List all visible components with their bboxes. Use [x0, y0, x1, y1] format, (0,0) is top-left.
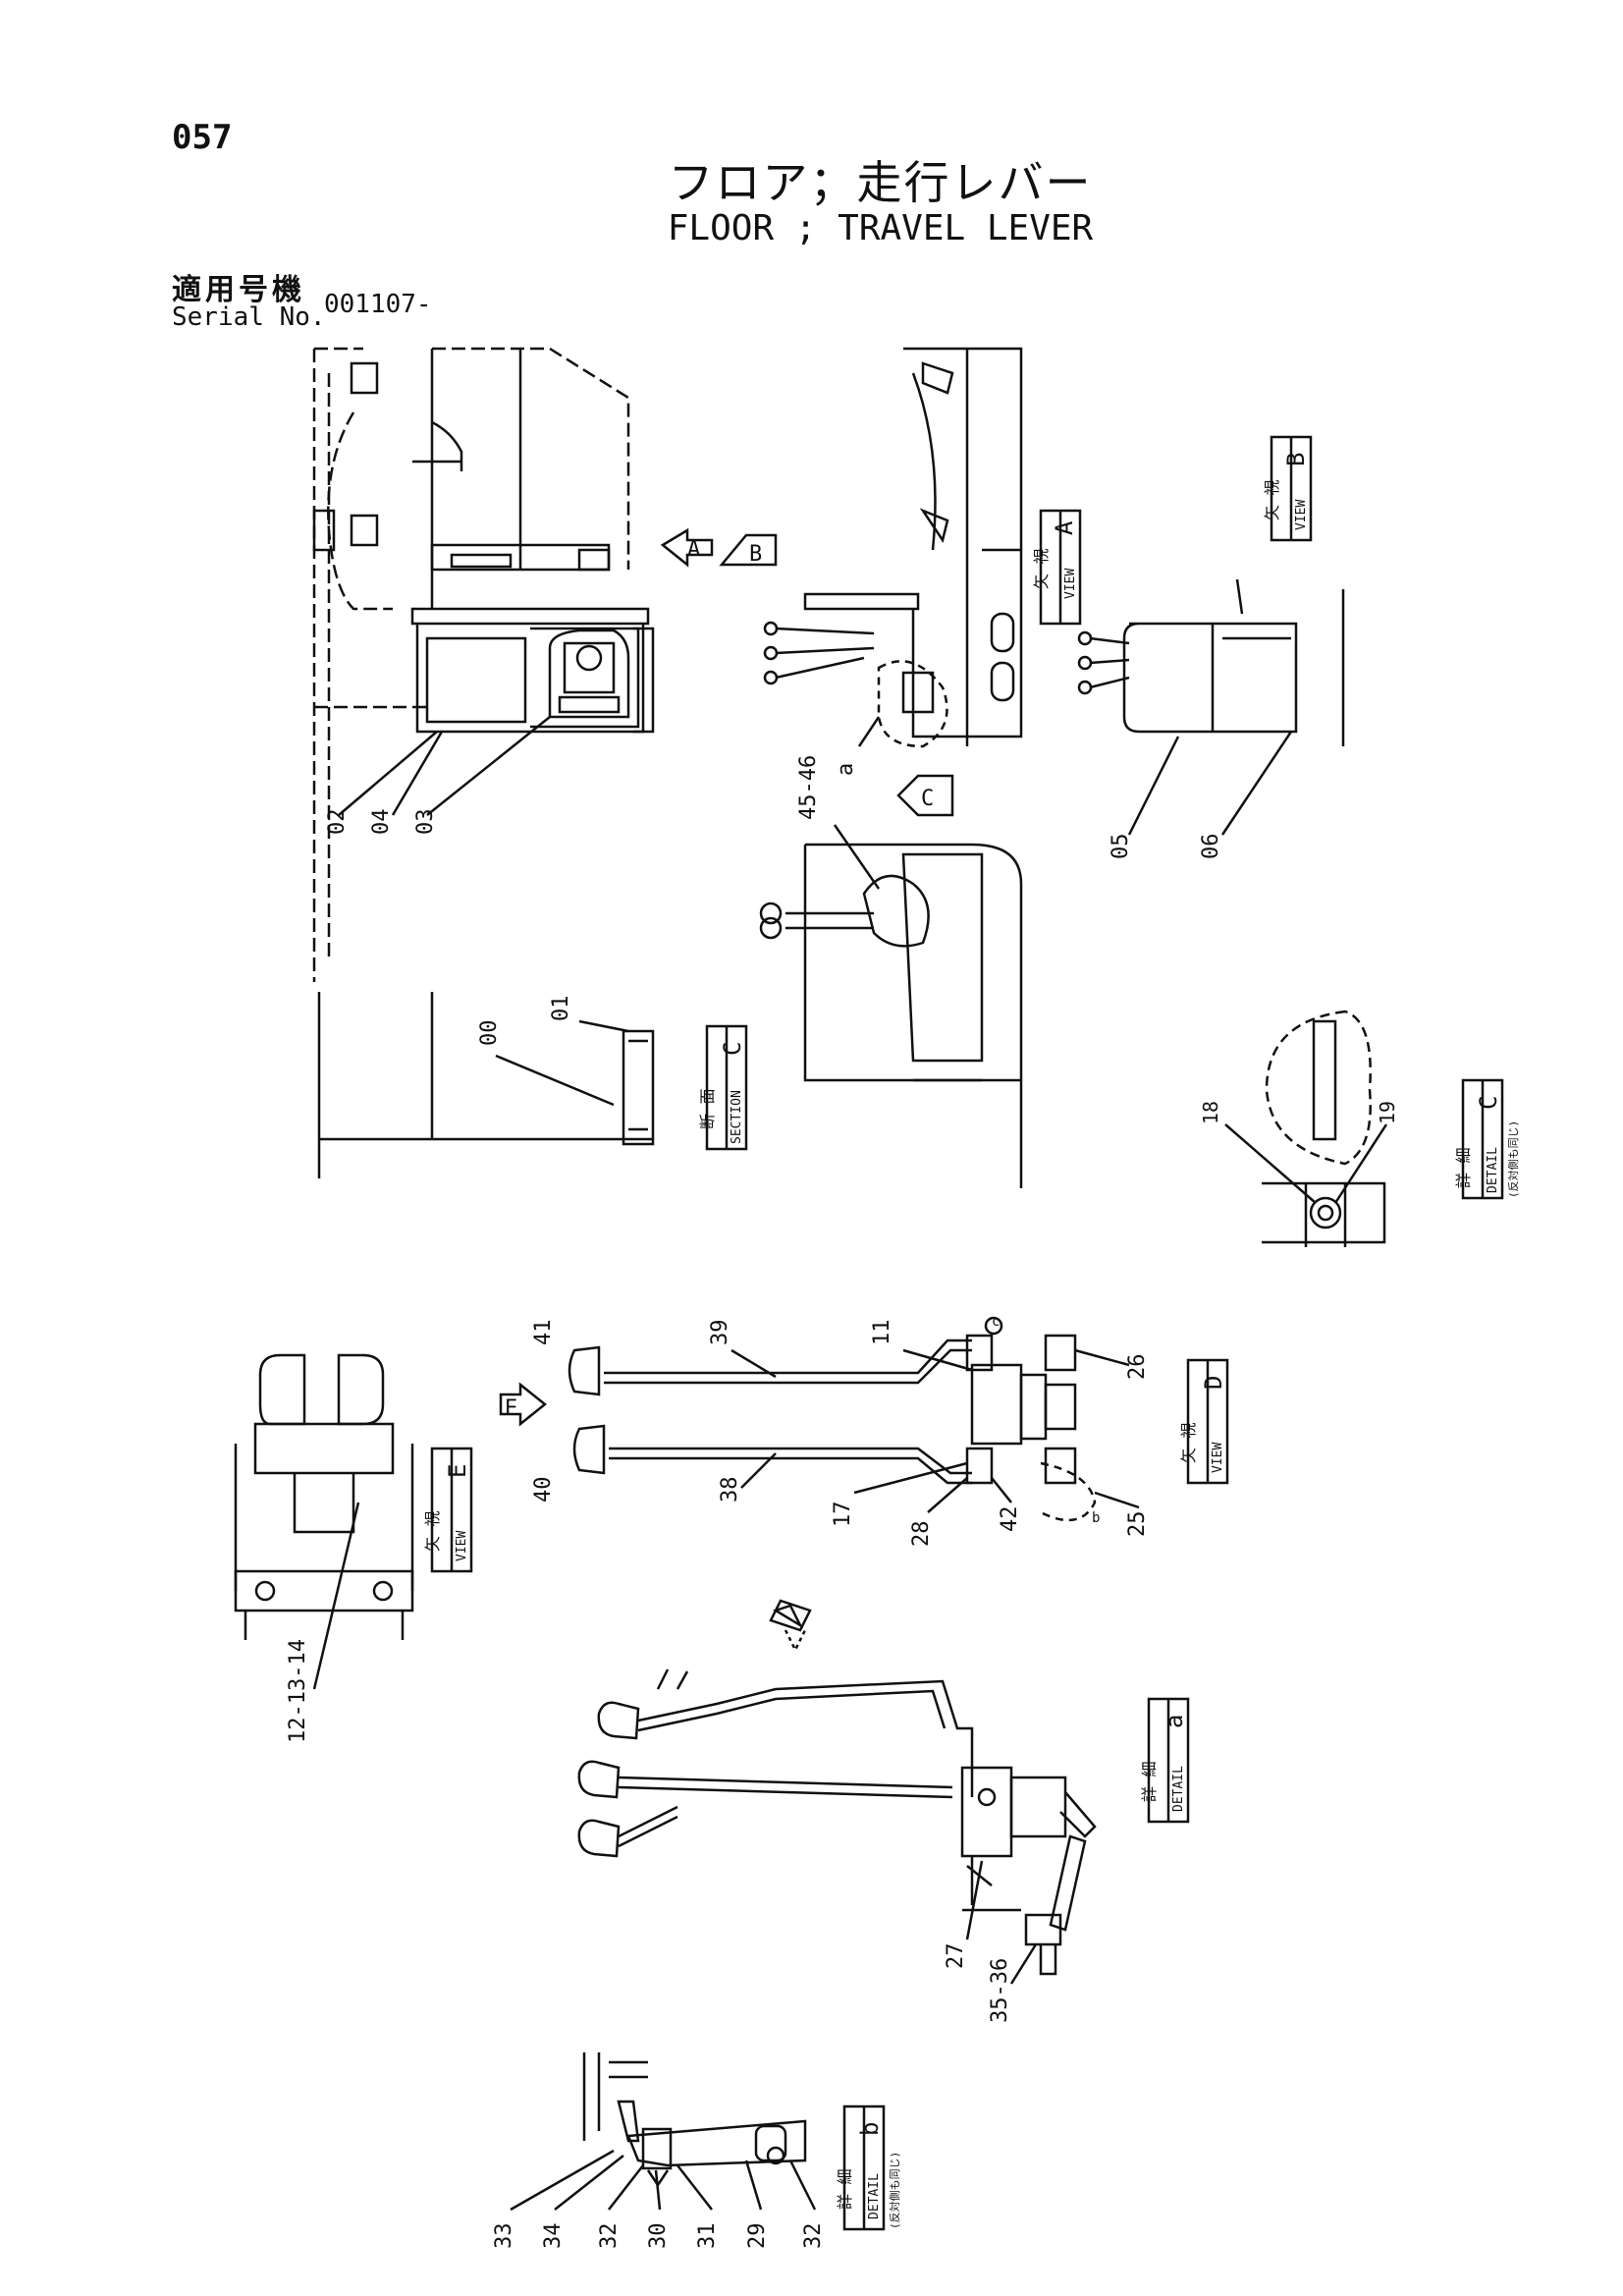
svg-text:(反対側も同じ): (反対側も同じ) — [1506, 1121, 1520, 1198]
svg-text:DETAIL: DETAIL — [1486, 1147, 1500, 1193]
view-d-drawing: E 41 39 11 26 40 38 17 28 42 25 矢 視 VIEW… — [499, 1316, 1229, 1548]
detail-a-drawing: 27 35-36 詳 細 DETAIL a — [577, 1599, 1190, 2023]
view-box-detail-b: 詳 細 DETAIL b (反対側も同じ) — [836, 2105, 901, 2231]
view-marker-c: C — [896, 774, 954, 817]
part-29: 29 — [745, 2223, 770, 2250]
lever-bracket-drawing: 45-46 — [759, 755, 1023, 1188]
svg-text:矢 視: 矢 視 — [1263, 479, 1281, 520]
part-31: 31 — [695, 2223, 720, 2250]
part-38: 38 — [718, 1477, 742, 1503]
view-marker-a: A — [660, 527, 714, 568]
part-27: 27 — [944, 1943, 968, 1970]
serial-label-japanese: 適用号機 — [172, 273, 305, 307]
view-b-drawing: 05 06 矢 視 VIEW B — [1077, 435, 1345, 860]
part-26: 26 — [1125, 1354, 1150, 1381]
detail-ref-c: c — [992, 1314, 1000, 1330]
svg-text:(反対側も同じ): (反対側も同じ) — [888, 2152, 901, 2229]
detail-a-arrow — [773, 1604, 804, 1629]
part-04: 04 — [369, 809, 394, 836]
svg-text:VIEW: VIEW — [1211, 1443, 1225, 1473]
serial-label-english: Serial No. — [172, 302, 326, 332]
svg-text:断 面: 断 面 — [698, 1088, 717, 1129]
svg-text:矢 視: 矢 視 — [423, 1510, 442, 1552]
part-03: 03 — [413, 809, 438, 836]
svg-text:矢 視: 矢 視 — [1032, 548, 1051, 589]
part-42: 42 — [998, 1506, 1022, 1533]
part-19: 19 — [1376, 1101, 1399, 1124]
part-12-14: 12-13-14 — [286, 1639, 310, 1743]
view-e-drawing: 12-13-14 矢 視 VIEW E — [234, 1353, 473, 1743]
part-18: 18 — [1199, 1101, 1222, 1124]
svg-text:詳 細: 詳 細 — [836, 2168, 854, 2210]
part-17: 17 — [831, 1502, 855, 1528]
view-box-a: 矢 視 VIEW A — [1032, 509, 1082, 626]
view-box-d: 矢 視 VIEW D — [1179, 1358, 1229, 1485]
svg-text:B: B — [1282, 453, 1310, 466]
part-34: 34 — [541, 2223, 566, 2250]
view-box-b: 矢 視 VIEW B — [1263, 435, 1313, 542]
section-c-drawing: 00 01 断 面 SECTION C — [317, 992, 748, 1178]
detail-b-drawing: 33 34 32 30 31 29 32 詳 細 DETAIL b (反対側も同… — [492, 2052, 901, 2249]
view-marker-e: E — [499, 1382, 548, 1427]
svg-text:E: E — [444, 1464, 471, 1478]
svg-text:DETAIL: DETAIL — [1171, 1766, 1186, 1812]
serial-value: 001107- — [324, 290, 432, 319]
detail-ref-b: b — [1092, 1510, 1100, 1526]
view-box-section-c: 断 面 SECTION C — [698, 1024, 748, 1151]
svg-text:SECTION: SECTION — [730, 1090, 744, 1144]
svg-text:詳 細: 詳 細 — [1140, 1761, 1159, 1802]
part-11: 11 — [870, 1320, 894, 1346]
svg-text:VIEW: VIEW — [1294, 500, 1309, 530]
svg-text:C: C — [719, 1042, 746, 1056]
part-32-left: 32 — [597, 2223, 622, 2250]
view-a-drawing: a C 矢 視 VIEW A — [763, 347, 1082, 817]
svg-text:DETAIL: DETAIL — [867, 2173, 882, 2219]
part-45-46: 45-46 — [796, 755, 821, 820]
part-40: 40 — [531, 1477, 556, 1503]
part-01: 01 — [549, 996, 573, 1022]
svg-text:A: A — [1051, 520, 1078, 535]
part-30: 30 — [646, 2223, 671, 2250]
svg-text:E: E — [505, 1396, 517, 1421]
svg-text:VIEW: VIEW — [455, 1531, 469, 1561]
svg-text:C: C — [1475, 1096, 1502, 1110]
part-35-36: 35-36 — [988, 1958, 1012, 2023]
part-06: 06 — [1199, 834, 1223, 860]
page-number: 057 — [172, 118, 233, 157]
part-32-right: 32 — [801, 2223, 826, 2250]
view-marker-b: B — [719, 533, 778, 567]
svg-text:b: b — [856, 2122, 884, 2136]
part-33: 33 — [492, 2223, 516, 2250]
view-box-e: 矢 視 VIEW E — [423, 1447, 473, 1573]
svg-text:VIEW: VIEW — [1063, 569, 1078, 599]
part-02: 02 — [325, 809, 350, 836]
svg-text:矢 視: 矢 視 — [1179, 1422, 1198, 1463]
part-05: 05 — [1109, 834, 1133, 860]
svg-text:a: a — [834, 763, 858, 776]
view-box-detail-c: 詳 細 DETAIL C (反対側も同じ) — [1454, 1078, 1520, 1200]
svg-text:B: B — [749, 542, 762, 567]
svg-text:a: a — [1161, 1715, 1188, 1728]
svg-text:A: A — [687, 537, 700, 562]
part-00: 00 — [477, 1020, 502, 1047]
svg-text:C: C — [921, 787, 934, 811]
part-28: 28 — [909, 1521, 934, 1548]
svg-text:詳 細: 詳 細 — [1454, 1147, 1473, 1188]
part-25: 25 — [1125, 1511, 1150, 1538]
title-japanese: フロア；走行レバー — [668, 156, 1093, 209]
part-41: 41 — [531, 1320, 556, 1346]
view-box-detail-a: 詳 細 DETAIL a — [1140, 1697, 1190, 1824]
floor-assembly-drawing: A B 02 04 03 — [312, 347, 778, 982]
svg-text:D: D — [1200, 1376, 1227, 1390]
detail-c-drawing: 18 19 詳 細 DETAIL C (反対側も同じ) — [1199, 1010, 1520, 1247]
part-39: 39 — [708, 1320, 732, 1346]
title-english: FLOOR ; TRAVEL LEVER — [667, 208, 1094, 248]
